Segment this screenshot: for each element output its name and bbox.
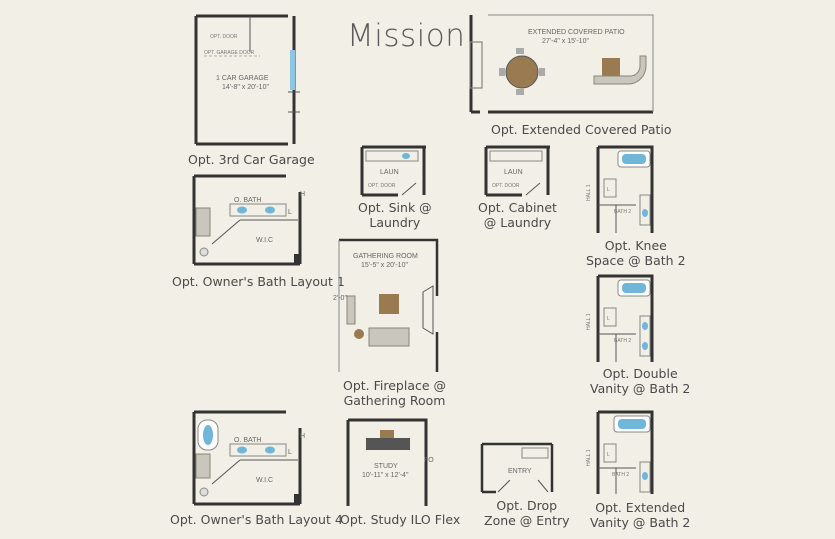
owners1-bath-label: O. BATH — [234, 197, 261, 204]
sink-room-label: LAUN — [380, 169, 399, 176]
garage-plan: OPT. DOOR OPT. GARAGE DOOR 1 CAR GARAGE … — [194, 14, 300, 146]
knee-l-label: L — [607, 187, 610, 193]
extended-bath-label: BATH 2 — [612, 472, 629, 478]
extended-hall-label: HALL 1 — [586, 449, 592, 466]
double-vanity-plan: HALL 1 L BATH 2 — [586, 274, 654, 362]
patio-room-label: EXTENDED COVERED PATIO — [528, 29, 625, 36]
patio-caption: Opt. Extended Covered Patio — [491, 122, 672, 137]
drop-room-label: ENTRY — [508, 468, 532, 475]
sink-caption-line1: Opt. Sink @ — [358, 200, 432, 215]
garage-caption: Opt. 3rd Car Garage — [188, 152, 315, 167]
drop-caption: Opt. Drop Zone @ Entry — [484, 498, 570, 528]
sink-caption-line2: Laundry — [369, 215, 421, 230]
study-caption: Opt. Study ILO Flex — [340, 512, 461, 527]
owners1-l-label: L — [288, 209, 292, 216]
knee-caption-line2: Space @ Bath 2 — [586, 253, 686, 268]
knee-space-plan: HALL 1 L BATH 2 — [586, 145, 654, 233]
patio-table — [505, 55, 539, 89]
double-l-label: L — [607, 316, 610, 322]
owners4-bath-label: O. BATH — [234, 437, 261, 444]
drop-caption-line2: Zone @ Entry — [484, 513, 570, 528]
fireplace-caption-line1: Opt. Fireplace @ — [343, 378, 447, 393]
double-caption-line1: Opt. Double — [602, 366, 678, 381]
extended-caption-line1: Opt. Extended — [595, 500, 686, 515]
fireplace-room-label: GATHERING ROOM — [353, 253, 418, 260]
owners4-h-label: H — [300, 433, 305, 440]
owners4-caption: Opt. Owner's Bath Layout 4 — [170, 512, 343, 527]
drop-zone-plan: ENTRY — [480, 442, 554, 494]
knee-caption: Opt. Knee Space @ Bath 2 — [586, 238, 686, 268]
double-caption-line2: Vanity @ Bath 2 — [590, 381, 691, 396]
sink-caption: Opt. Sink @ Laundry — [358, 200, 432, 230]
double-hall-label: HALL 1 — [586, 313, 592, 330]
sink-opt-door: OPT. DOOR — [368, 183, 396, 189]
extended-vanity-plan: HALL 1 L BATH 2 — [586, 410, 654, 494]
garage-opt-door: OPT. DOOR — [210, 34, 238, 40]
extended-l-label: L — [607, 452, 610, 458]
double-caption: Opt. Double Vanity @ Bath 2 — [590, 366, 690, 396]
fireplace-caption-line2: Gathering Room — [343, 393, 446, 408]
fireplace-rug — [379, 294, 399, 314]
owners1-caption: Opt. Owner's Bath Layout 1 — [172, 274, 345, 289]
double-bath-label: BATH 2 — [614, 338, 631, 344]
cabinet-laundry-plan: LAUN OPT. DOOR — [484, 145, 550, 197]
owners1-h-label: H — [300, 191, 305, 198]
garage-dims: 14'-8" x 20'-10" — [222, 84, 269, 91]
patio-rug — [602, 58, 620, 76]
cabinet-opt-door: OPT. DOOR — [492, 183, 520, 189]
cabinet-room-label: LAUN — [504, 169, 523, 176]
cabinet-caption-line1: Opt. Cabinet — [478, 200, 557, 215]
owners4-wic-label: W.I.C — [256, 477, 273, 484]
fireplace-caption: Opt. Fireplace @ Gathering Room — [343, 378, 446, 408]
knee-bath-label: BATH 2 — [614, 209, 631, 215]
extended-caption-line2: Vanity @ Bath 2 — [590, 515, 691, 530]
page-title: Mission — [347, 18, 466, 54]
owners-bath-4-plan: O. BATH W.I.C H L — [192, 410, 305, 506]
patio-dims: 27'-4" x 15'-10" — [542, 38, 589, 45]
fireplace-dims: 15'-5" x 20'-10" — [361, 262, 408, 269]
owners-bath-1-plan: O. BATH W.I.C H L — [192, 174, 305, 266]
garage-room-label: 1 CAR GARAGE — [216, 75, 269, 82]
study-fo-label: FO — [424, 457, 434, 464]
extended-caption: Opt. Extended Vanity @ Bath 2 — [590, 500, 690, 530]
cabinet-caption-line2: @ Laundry — [483, 215, 552, 230]
fireplace-plan: GATHERING ROOM 15'-5" x 20'-10" 2'-0" — [333, 238, 439, 372]
sink-laundry-plan: LAUN OPT. DOOR — [360, 145, 426, 197]
fireplace-dim-side: 2'-0" — [333, 295, 347, 302]
owners1-wic-label: W.I.C — [256, 237, 273, 244]
owners4-l-label: L — [288, 449, 292, 456]
garage-opt-garage-door: OPT. GARAGE DOOR — [204, 50, 255, 56]
study-plan: STUDY 10'-11" x 12'-4" FO — [346, 418, 434, 506]
cabinet-caption: Opt. Cabinet @ Laundry — [478, 200, 557, 230]
study-room-label: STUDY — [374, 463, 398, 470]
patio-plan: EXTENDED COVERED PATIO 27'-4" x 15'-10" — [469, 14, 654, 114]
drop-caption-line1: Opt. Drop — [496, 498, 558, 513]
knee-caption-line1: Opt. Knee — [604, 238, 667, 253]
knee-hall-label: HALL 1 — [586, 184, 592, 201]
study-dims: 10'-11" x 12'-4" — [362, 472, 409, 479]
